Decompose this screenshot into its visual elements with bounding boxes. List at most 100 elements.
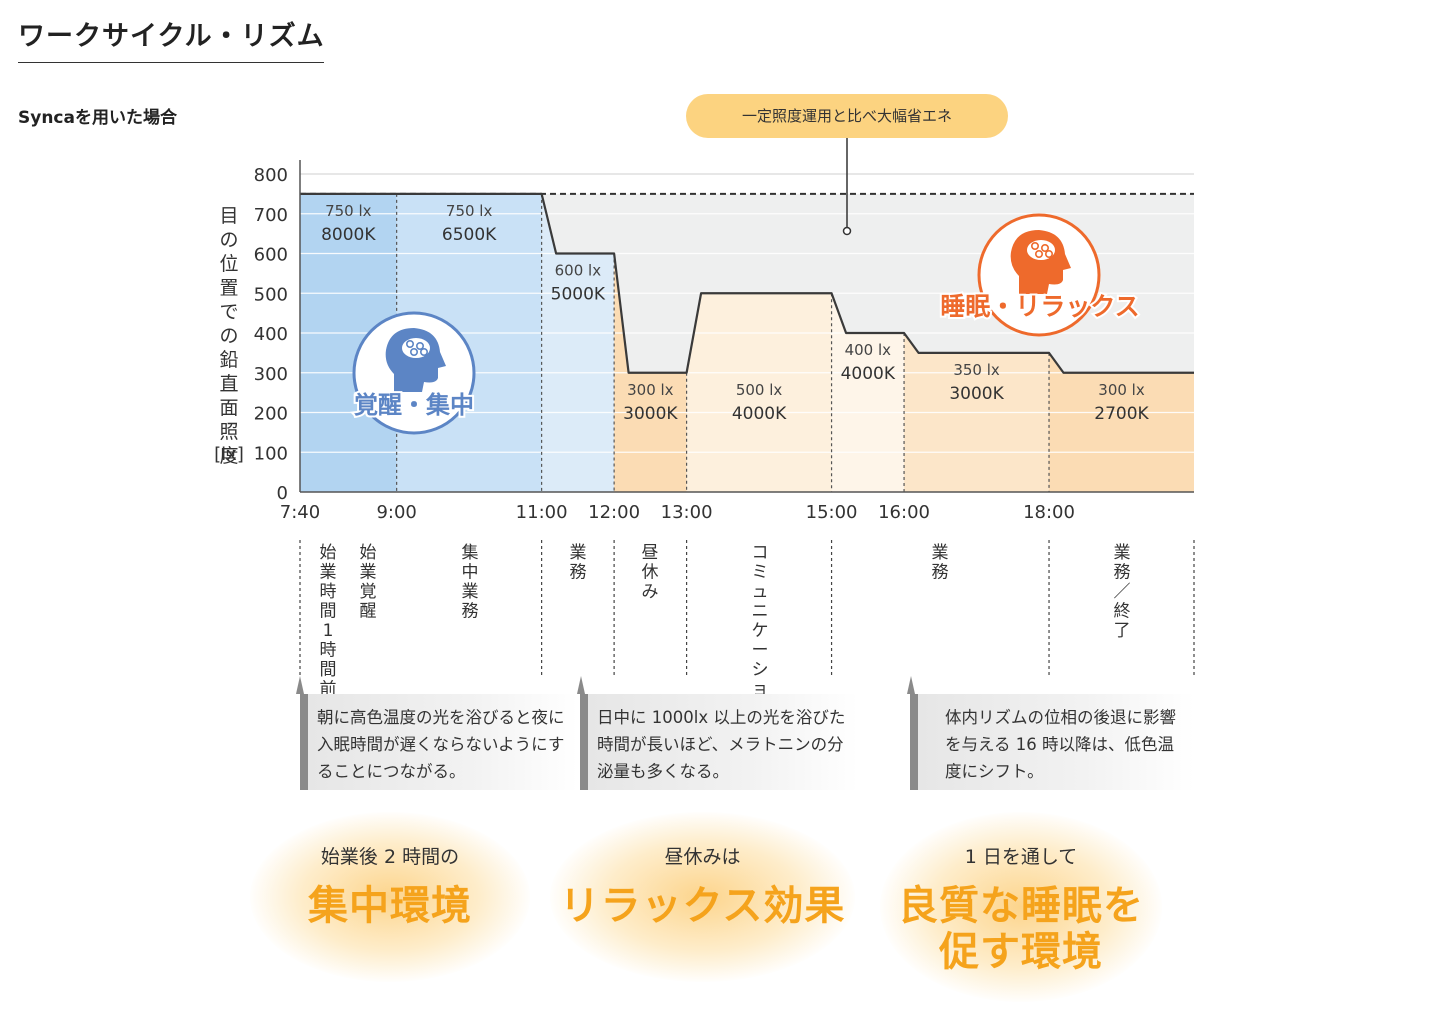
y-tick-label: 800 — [254, 165, 288, 186]
x-tick-label: 11:00 — [516, 502, 568, 523]
segment-kelvin-label: 6500K — [442, 225, 497, 245]
summary-lead: 1 日を通して — [964, 846, 1078, 868]
sleep-badge-label: 睡眠・リラックス — [940, 292, 1139, 321]
x-tick-label: 13:00 — [661, 502, 713, 523]
segment-kelvin-label: 4000K — [732, 404, 787, 424]
summary-sleep: 1 日を通して 良質な睡眠を 促す環境 — [880, 812, 1162, 1002]
activity-label-char: 終 — [1114, 602, 1131, 622]
activity-label-char: ／ — [1114, 582, 1131, 602]
y-axis-label-char: 度 — [219, 445, 238, 467]
x-tick-label: 9:00 — [376, 502, 416, 523]
activity-label-char: 始 — [320, 543, 337, 563]
activity-label-char: ニ — [752, 602, 769, 622]
y-axis-label-char: 面 — [219, 397, 238, 419]
note-daytime: 日中に 1000lx 以上の光を浴びた時間が長いほど、メラトニンの分泌量も多くな… — [580, 694, 858, 790]
y-tick-label: 600 — [254, 245, 288, 266]
page-subtitle: Syncaを用いた場合 — [18, 108, 177, 128]
x-tick-label: 16:00 — [878, 502, 930, 523]
summary-relax: 昼休みは リラックス効果 — [550, 812, 855, 982]
activity-label-char: 始 — [360, 543, 377, 563]
segment-kelvin-label: 5000K — [551, 285, 606, 305]
callout-pill — [686, 94, 1008, 138]
segment-fill-6 — [831, 293, 905, 492]
activity-label-char: 間 — [320, 660, 337, 680]
segment-lux-label: 600 lx — [555, 262, 602, 280]
activity-label-char: ュ — [752, 582, 769, 602]
activity-label-char: 1 — [323, 621, 334, 641]
note-marker — [300, 694, 308, 790]
activity-label-char: 業 — [570, 543, 587, 563]
activity-label-char: 中 — [462, 563, 479, 583]
y-tick-label: 200 — [254, 404, 288, 425]
y-axis-label-char: 置 — [219, 277, 238, 299]
activity-label-char: 業 — [320, 563, 337, 583]
segment-fill-3 — [541, 193, 615, 492]
x-tick-label: 15:00 — [806, 502, 858, 523]
wake-badge-label: 覚醒・集中 — [354, 391, 474, 419]
summary-headline-2: 促す環境 — [939, 929, 1103, 975]
activity-label-char: コ — [752, 543, 769, 563]
note-marker-tip — [907, 676, 915, 694]
summary-lead: 始業後 2 時間の — [320, 846, 460, 868]
activity-label-char: 昼 — [642, 543, 659, 563]
activity-label-char: 了 — [1114, 621, 1131, 641]
segment-lux-label: 300 lx — [627, 381, 674, 399]
illuminance-curve — [300, 192, 1194, 374]
summary-headline: 集中環境 — [308, 883, 472, 929]
segment-fill-5 — [686, 293, 832, 492]
summary-focus: 始業後 2 時間の 集中環境 — [250, 812, 530, 982]
activity-label-char: み — [642, 582, 659, 602]
y-tick-label: 700 — [254, 205, 288, 226]
segment-lux-label: 750 lx — [325, 202, 372, 220]
y-tick-label: 0 — [277, 483, 288, 504]
activity-label-char: 時 — [320, 582, 337, 602]
page-title: ワークサイクル・リズム — [18, 21, 325, 52]
segment-kelvin-label: 4000K — [841, 364, 896, 384]
note-marker — [580, 694, 588, 790]
segment-lux-label: 350 lx — [953, 361, 1000, 379]
x-tick-label: 18:00 — [1023, 502, 1075, 523]
brain-head-icon — [385, 328, 446, 392]
y-axis-label-char: 照 — [219, 421, 238, 443]
activity-label-char: ミ — [752, 563, 769, 583]
activity-label-char: 務 — [1114, 563, 1131, 583]
segment-fill-8 — [1049, 352, 1194, 492]
y-axis-label-char: で — [219, 301, 238, 323]
activity-label-char: 時 — [320, 641, 337, 661]
activity-label-char: 休 — [642, 563, 659, 583]
y-axis-unit: [lx] — [214, 444, 244, 465]
activity-label-char: 業 — [1114, 543, 1131, 563]
segment-kelvin-label: 3000K — [623, 404, 678, 424]
y-axis-label-char: の — [219, 229, 238, 251]
y-axis-label-char: 鉛 — [219, 349, 238, 371]
activity-label-char: 醒 — [360, 602, 377, 622]
note-morning: 朝に高色温度の光を浴びると夜に入眠時間が遅くならないようにすることにつながる。 — [300, 694, 578, 790]
note-text: 朝に高色温度の光を浴びると夜に入眠時間が遅くならないようにすることにつながる。 — [317, 708, 565, 781]
x-tick-label: 12:00 — [588, 502, 640, 523]
y-tick-label: 500 — [254, 284, 288, 305]
note-text: 日中に 1000lx 以上の光を浴びた時間が長いほど、メラトニンの分泌量も多くな… — [597, 708, 846, 781]
y-axis-label-char: 直 — [219, 373, 238, 395]
y-axis-label-char: 目 — [219, 205, 238, 227]
summary-lead: 昼休みは — [664, 846, 741, 868]
segment-lux-label: 300 lx — [1098, 381, 1145, 399]
segment-lux-label: 750 lx — [446, 202, 493, 220]
activity-label-char: 間 — [320, 602, 337, 622]
segment-kelvin-label: 3000K — [949, 384, 1004, 404]
segment-lux-label: 500 lx — [736, 381, 783, 399]
note-text: 体内リズムの位相の後退に影響を与える 16 時以降は、低色温度にシフト。 — [945, 708, 1176, 781]
note-evening: 体内リズムの位相の後退に影響を与える 16 時以降は、低色温度にシフト。 — [910, 694, 1194, 790]
activity-label-char: 覚 — [360, 582, 377, 602]
summary-headline: 良質な睡眠を — [898, 883, 1144, 929]
segment-lux-label: 400 lx — [845, 341, 892, 359]
summary-headline: リラックス効果 — [559, 883, 846, 929]
activity-label-char: 集 — [462, 543, 479, 563]
note-marker-tip — [296, 676, 304, 694]
activity-label-char: 業 — [360, 563, 377, 583]
activity-label-char: シ — [752, 660, 769, 680]
activity-label-char: 業 — [932, 543, 949, 563]
note-marker-tip — [577, 676, 585, 694]
title-underline — [18, 62, 324, 63]
y-tick-label: 100 — [254, 443, 288, 464]
